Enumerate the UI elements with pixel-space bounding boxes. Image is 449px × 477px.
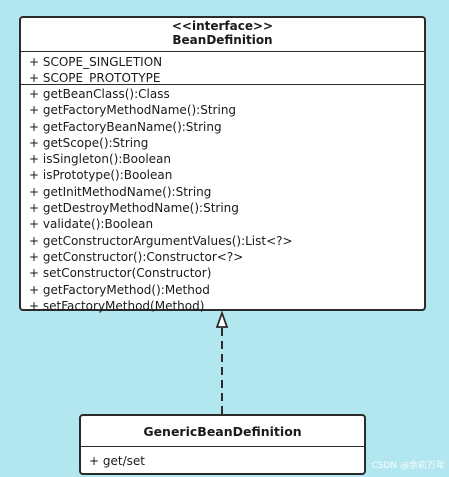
method: + getBeanClass():Class — [29, 87, 170, 101]
class-name: GenericBeanDefinition — [143, 424, 302, 439]
class-header: GenericBeanDefinition — [81, 416, 364, 447]
method: + getScope():String — [29, 135, 149, 150]
interface-class-box[interactable]: <<interface>> BeanDefinition + SCOPE_SIN… — [19, 16, 426, 314]
method: + validate():Boolean — [29, 217, 154, 232]
method: + getConstructorArgumentValues():List<?> — [29, 233, 293, 248]
method: + isSingleton():Boolean — [29, 152, 171, 167]
method: + setConstructor(Constructor) — [29, 266, 212, 281]
method: + getInitMethodName():String — [29, 184, 212, 199]
stereotype-label: <<interface>> — [171, 19, 274, 33]
method: + isPrototype():Boolean — [29, 168, 173, 183]
field: + SCOPE_PROTOTYPE — [29, 71, 161, 86]
method: + getFactoryBeanName():String — [29, 119, 222, 134]
method: + setFactoryMethod(Method) — [29, 298, 205, 313]
method: + getConstructor():Constructor<?> — [29, 249, 244, 264]
implementation-class-box[interactable]: GenericBeanDefinition + get/set — [79, 414, 366, 475]
field: + SCOPE_SINGLETION — [29, 55, 163, 69]
watermark: CSDN @余俞万年 — [371, 461, 445, 471]
class-header: <<interface>> BeanDefinition — [21, 18, 424, 52]
hollow-triangle-arrowhead — [215, 310, 229, 328]
method: + get/set — [89, 454, 145, 468]
class-name: BeanDefinition — [172, 33, 273, 47]
methods-section: + getBeanClass():Class + getFactoryMetho… — [21, 85, 424, 314]
method: + getDestroyMethodName():String — [29, 201, 239, 216]
method: + getFactoryMethod():Method — [29, 282, 210, 297]
methods-section: + get/set — [81, 447, 364, 469]
fields-section: + SCOPE_SINGLETION + SCOPE_PROTOTYPE — [21, 52, 424, 85]
method: + getFactoryMethodName():String — [29, 103, 237, 118]
